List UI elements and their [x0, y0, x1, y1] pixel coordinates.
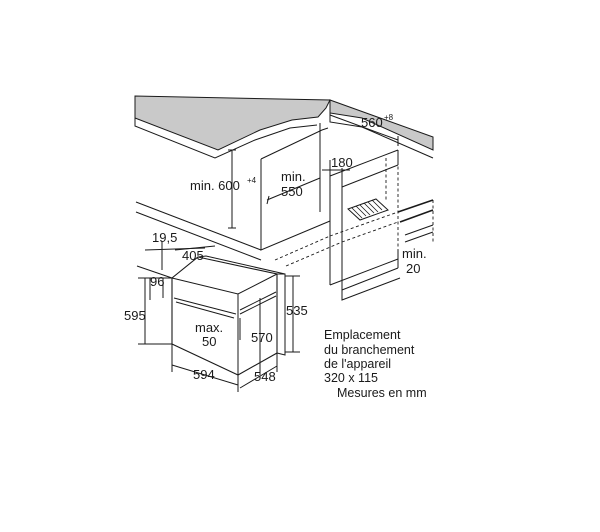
body-depth-height-label: 570 [251, 330, 273, 345]
connection-box [347, 198, 389, 221]
door-clearance-label: max. [195, 320, 223, 335]
cabinet-depth-label: min. [281, 169, 306, 184]
dimension-lines [136, 110, 399, 392]
worktop [134, 95, 434, 159]
cabinet-height-label: min. 600 [190, 178, 240, 193]
dimension-labels: min. 600 +4 min. 550 560 +8 180 min. 20 … [124, 113, 427, 384]
front-height-label: 96 [150, 274, 164, 289]
connection-notes: Emplacement du branchement de l'appareil… [324, 328, 427, 400]
note-line-1: Emplacement [324, 328, 401, 342]
top-depth-label: 405 [182, 248, 204, 263]
body-height-label: 535 [286, 303, 308, 318]
oven-height-label: 595 [124, 308, 146, 323]
opening-width-label: 560 [361, 115, 383, 130]
oven-width-label: 594 [193, 367, 215, 382]
front-offset-label: 19,5 [152, 230, 177, 245]
note-line-2: du branchement [324, 343, 415, 357]
cabinet-height-tolerance: +4 [247, 176, 257, 185]
note-line-3: de l'appareil [324, 357, 391, 371]
door-clearance-value: 50 [202, 334, 216, 349]
rear-gap-label: 180 [331, 155, 353, 170]
oven-body [171, 255, 286, 376]
opening-width-tolerance: +8 [384, 113, 394, 122]
oven-depth-label: 548 [254, 369, 276, 384]
note-line-4: 320 x 115 [324, 371, 378, 385]
units-note: Mesures en mm [337, 386, 427, 400]
bottom-gap-value: 20 [406, 261, 420, 276]
cabinet-niche [135, 123, 434, 301]
bottom-gap-label: min. [402, 246, 427, 261]
cabinet-depth-value: 550 [281, 184, 303, 199]
